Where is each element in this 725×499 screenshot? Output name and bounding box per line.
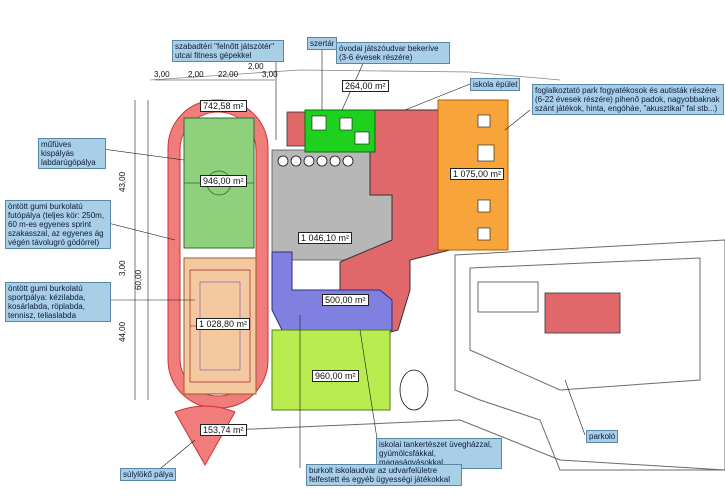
leader-lines	[94, 42, 586, 474]
label-shot-put: súlylökő pálya	[120, 468, 177, 481]
dim-v1: 43,00	[118, 171, 127, 192]
area-football: 946,00 m²	[200, 175, 247, 187]
label-parking: parkoló	[586, 430, 619, 443]
label-paved-yard: burkolt iskolaudvar az udvarfelületre fe…	[306, 464, 462, 486]
label-school-building: iskola épület	[470, 78, 521, 91]
road-top	[149, 69, 561, 81]
dim-1: 3,00	[154, 70, 170, 79]
dim-v2: 3,00	[118, 260, 127, 276]
park-item	[477, 227, 491, 241]
parking-block	[477, 281, 539, 313]
kindergarten-item	[354, 131, 370, 145]
label-running-track: öntött gumi burkolatú futópálya (teljes …	[5, 200, 111, 249]
outbuilding	[544, 292, 621, 334]
label-park: foglalkoztató park fogyatékosok és autis…	[532, 84, 724, 115]
road-outline	[454, 239, 725, 471]
road-lower	[229, 419, 725, 471]
area-kindergarten: 264,00 m²	[342, 80, 389, 92]
garden-feature	[399, 369, 429, 411]
area-track: 742,58 m²	[200, 100, 247, 112]
park-item	[477, 144, 495, 162]
area-park: 1 075,00 m²	[450, 168, 505, 180]
dim-3: 22,00	[218, 70, 239, 79]
kindergarten-item	[339, 117, 353, 131]
shelter-building	[286, 111, 308, 147]
dim-v3: 60,00	[134, 269, 143, 290]
area-court: 1 028,80 m²	[196, 318, 251, 330]
dim-2: 2,00	[188, 70, 204, 79]
area-garden: 960,00 m²	[312, 370, 359, 382]
label-outdoor-fitness: szabadtéri "felnőtt játszótér" utcai fit…	[172, 40, 284, 62]
dim-v4: 44,00	[118, 321, 127, 342]
area-shot-put: 153,74 m²	[200, 424, 247, 436]
area-yard: 500,00 m²	[322, 294, 369, 306]
area-grey: 1 046,10 m²	[298, 232, 353, 244]
dim-5: 3,00	[262, 70, 278, 79]
paved-yard	[271, 251, 393, 331]
park-item	[477, 114, 491, 128]
label-artificial-football: műfüves kispályás labdarúgópálya	[38, 138, 106, 169]
road-outline-inner	[469, 257, 701, 391]
fitness-stations	[277, 155, 354, 167]
park-item	[477, 199, 491, 213]
kindergarten-area	[304, 109, 376, 153]
label-sport-court: öntött gumi burkolatú sportpálya: kézila…	[5, 282, 111, 322]
label-kindergarten-playground: óvodai játszóudvar bekeríve (3-6 évesek …	[336, 42, 450, 64]
kindergarten-item	[311, 115, 327, 131]
label-shelter: szertár	[307, 37, 338, 50]
dim-4: 2,00	[248, 62, 264, 71]
